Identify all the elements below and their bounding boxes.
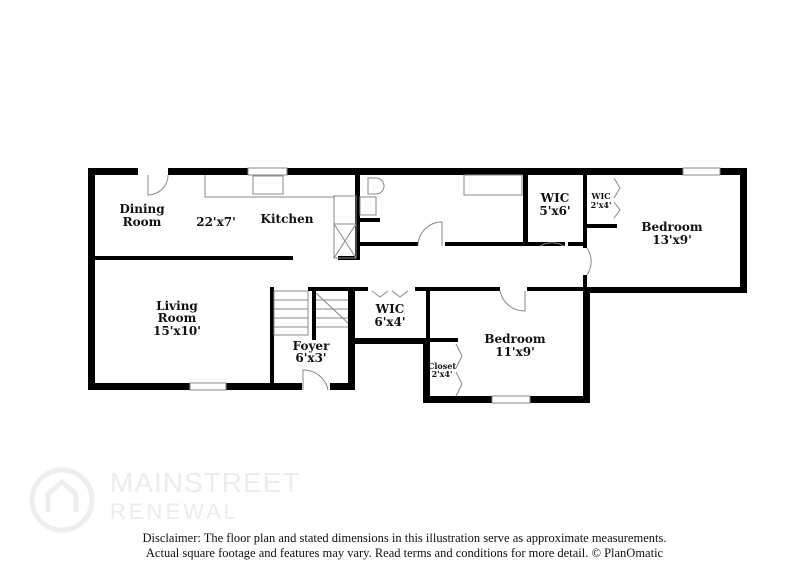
toilet-icon	[367, 177, 385, 195]
living-size: 15'x10'	[153, 324, 201, 338]
window	[682, 167, 721, 176]
bedroom1-label: Bedroom	[641, 220, 702, 234]
wic-bath-size: 5'x6'	[539, 204, 570, 218]
door	[499, 290, 526, 312]
kitchen-label: Kitchen	[261, 212, 314, 226]
wic-small-label: WIC	[590, 191, 610, 201]
disclaimer-line-1: Disclaimer: The floor plan and stated di…	[142, 531, 667, 545]
dining-label-1: Dining	[119, 202, 165, 216]
closet-label: Closet	[428, 361, 456, 371]
window	[247, 167, 288, 176]
bath-sink-icon	[359, 196, 377, 216]
foyer-label: Foyer	[293, 339, 330, 353]
stairs-icon	[273, 290, 349, 336]
bedroom1-size: 13'x9'	[652, 233, 692, 247]
counter	[204, 175, 335, 198]
wic-hall-size: 6'x4'	[374, 315, 405, 329]
bedroom2-size: 11'x9'	[495, 345, 535, 359]
window	[189, 382, 227, 391]
bifold-door	[455, 343, 463, 397]
watermark-logo-text: MAINSTREET	[110, 467, 301, 498]
door	[302, 369, 329, 391]
bathtub-icon	[463, 174, 523, 196]
door	[539, 242, 565, 247]
sink-icon	[252, 175, 284, 195]
fixtures	[147, 167, 721, 404]
foyer-size: 6'x3'	[295, 351, 326, 365]
bifold-door	[371, 290, 409, 298]
door	[147, 174, 169, 196]
living-label-2: Room	[158, 311, 197, 325]
door	[417, 221, 443, 247]
fridge-icon	[333, 223, 357, 259]
dining-label-2: Room	[123, 215, 162, 229]
door	[586, 247, 592, 276]
wic-small-size: 2'x4'	[591, 200, 612, 210]
room-labels: Dining Room 22'x7' Kitchen Living Room 1…	[119, 191, 703, 379]
watermark-logo-subtext: RENEWAL	[110, 499, 239, 524]
bifold-door	[613, 177, 621, 219]
wic-hall-label: WIC	[375, 302, 405, 316]
wic-bath-label: WIC	[540, 191, 570, 205]
closet-size: 2'x4'	[432, 369, 453, 379]
living-label-1: Living	[156, 299, 198, 313]
stove-icon	[333, 195, 357, 225]
bedroom2-label: Bedroom	[484, 332, 545, 346]
window	[491, 395, 531, 404]
disclaimer-line-2: Actual square footage and features may v…	[145, 546, 664, 560]
kitchen-size: 22'x7'	[196, 215, 236, 229]
walls	[88, 168, 747, 403]
